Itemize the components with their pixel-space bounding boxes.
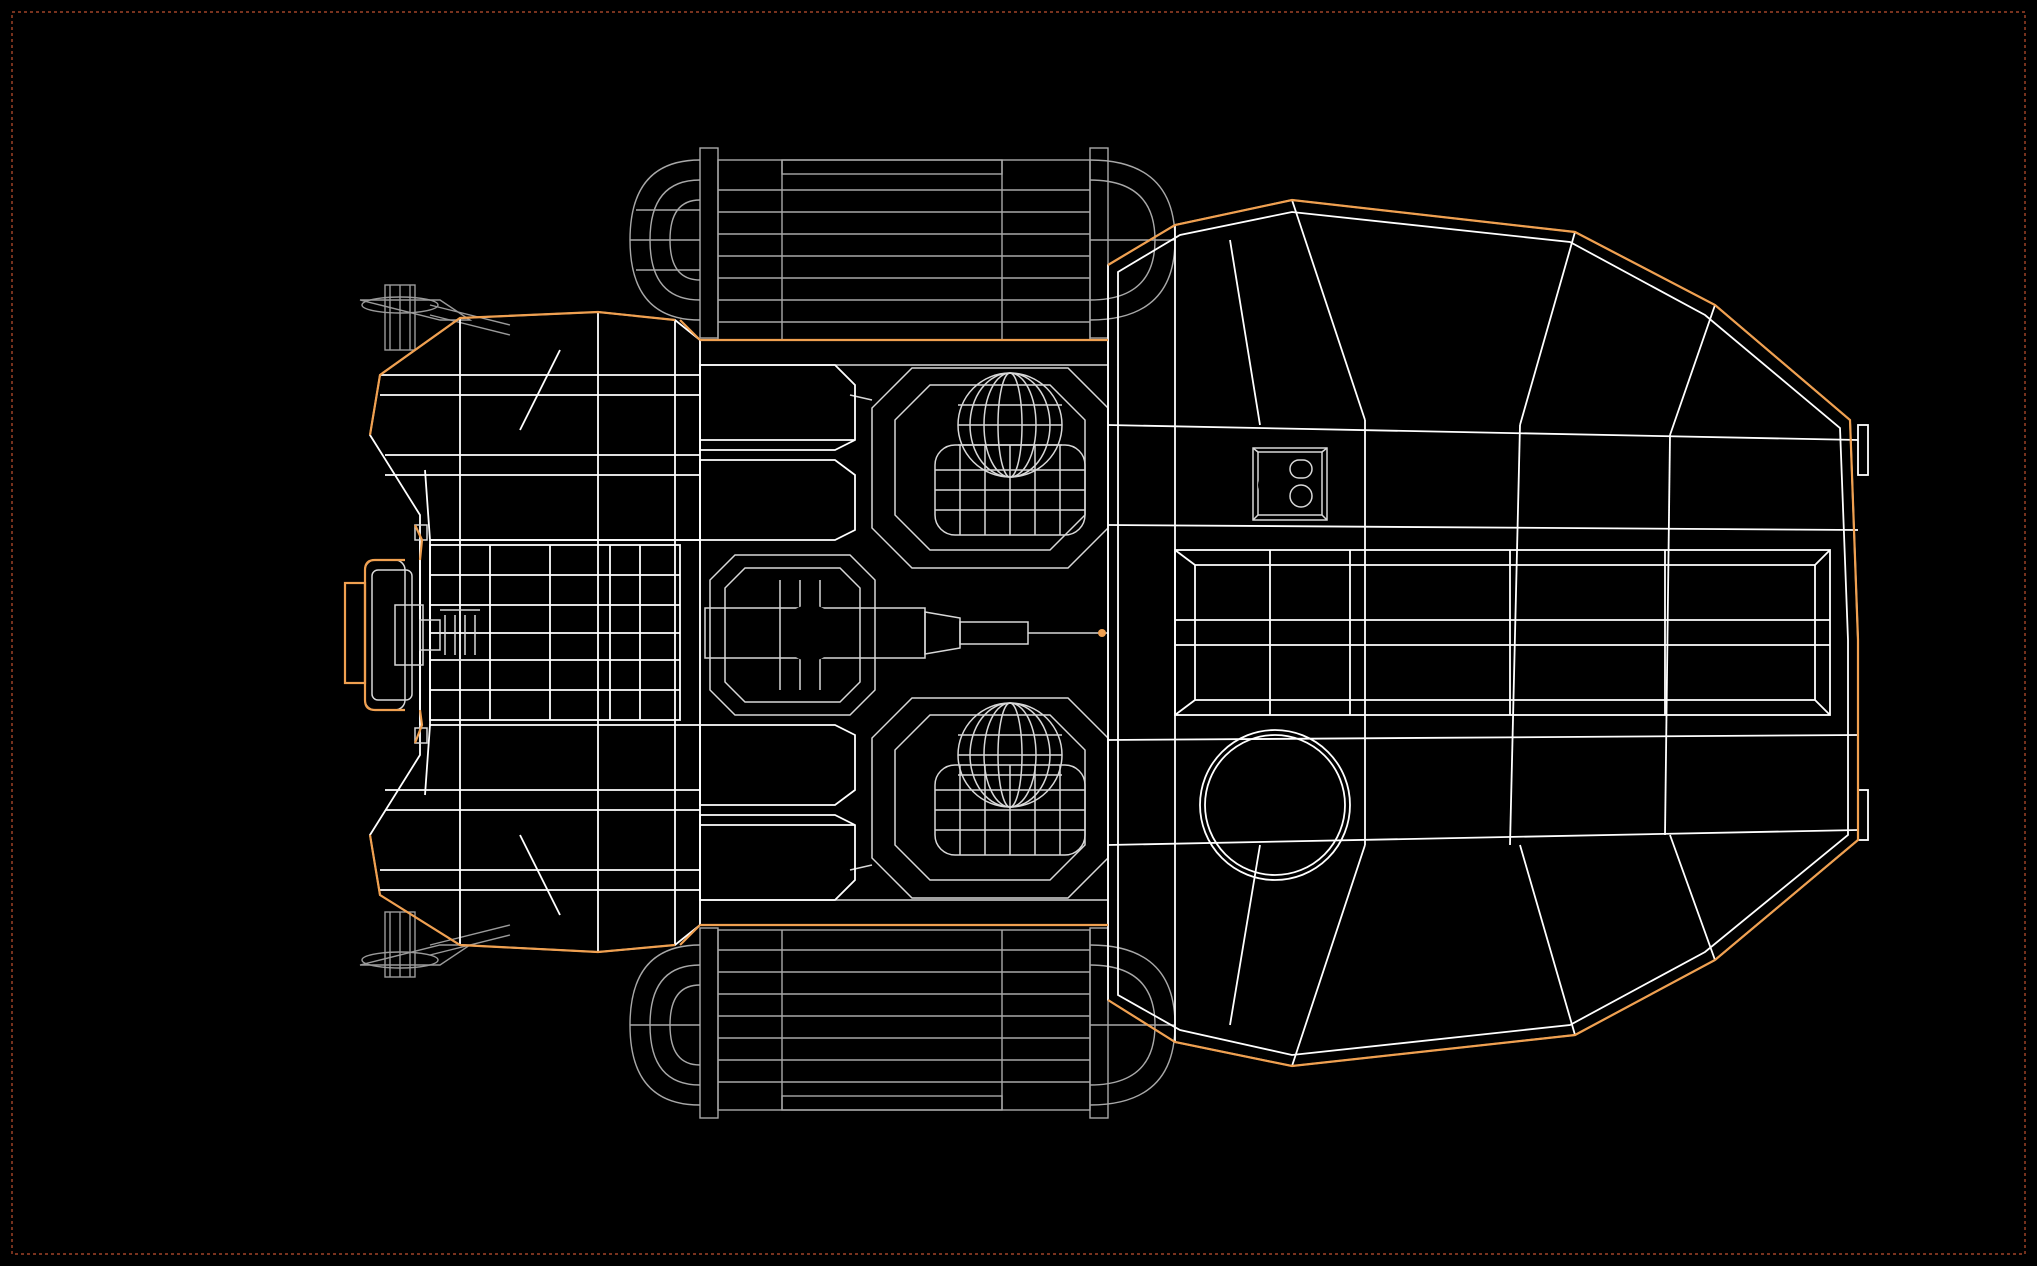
wheel-front-right[interactable] <box>250 982 576 1222</box>
wheel-mid-top[interactable] <box>892 44 1218 284</box>
viewport-frame <box>11 11 2026 1255</box>
wheel-mid-bottom[interactable] <box>892 982 1218 1222</box>
selection-outline <box>343 198 1860 1068</box>
pivot-point[interactable] <box>1098 629 1106 637</box>
tank-bottom[interactable] <box>629 927 1176 1119</box>
wheel-front-left[interactable] <box>250 44 576 284</box>
vent-box[interactable] <box>1252 447 1328 521</box>
hull[interactable] <box>1107 199 1869 1067</box>
suspension-front-top <box>359 284 511 351</box>
suspension-front-bottom <box>359 911 511 978</box>
chassis-frame[interactable] <box>699 339 1109 926</box>
